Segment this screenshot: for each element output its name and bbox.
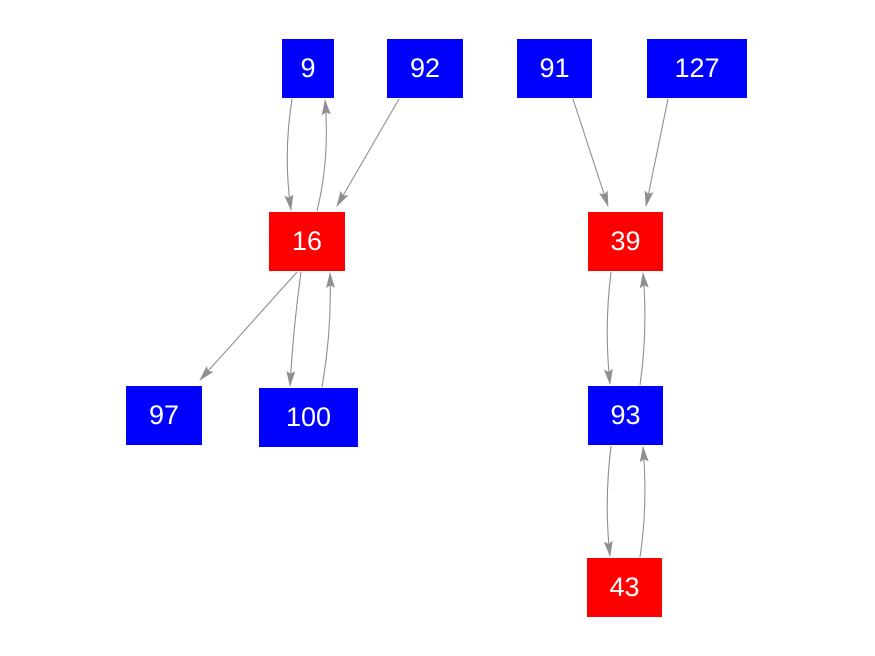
edge-9-to-16 — [284, 98, 294, 211]
edge-100-to-16 — [321, 272, 336, 388]
node-91: 91 — [517, 39, 592, 98]
node-92: 92 — [387, 39, 463, 98]
edge-92-to-16 — [336, 98, 400, 207]
edge-16-to-9 — [316, 99, 331, 212]
edge-16-to-97 — [199, 271, 298, 381]
edge-43-to-93 — [639, 446, 649, 558]
edge-127-to-39 — [644, 98, 669, 207]
node-97: 97 — [126, 386, 202, 445]
edge-group — [199, 98, 669, 558]
node-16: 16 — [269, 212, 345, 271]
node-43: 43 — [587, 558, 662, 617]
edge-91-to-39 — [572, 98, 609, 207]
edge-16-to-100 — [286, 271, 302, 387]
node-9: 9 — [282, 39, 334, 98]
node-127: 127 — [647, 39, 747, 98]
edge-93-to-43 — [603, 445, 613, 557]
node-93: 93 — [588, 386, 663, 445]
edge-93-to-39 — [639, 272, 649, 386]
node-39: 39 — [588, 212, 663, 271]
node-100: 100 — [259, 388, 358, 447]
edge-39-to-93 — [603, 271, 613, 385]
